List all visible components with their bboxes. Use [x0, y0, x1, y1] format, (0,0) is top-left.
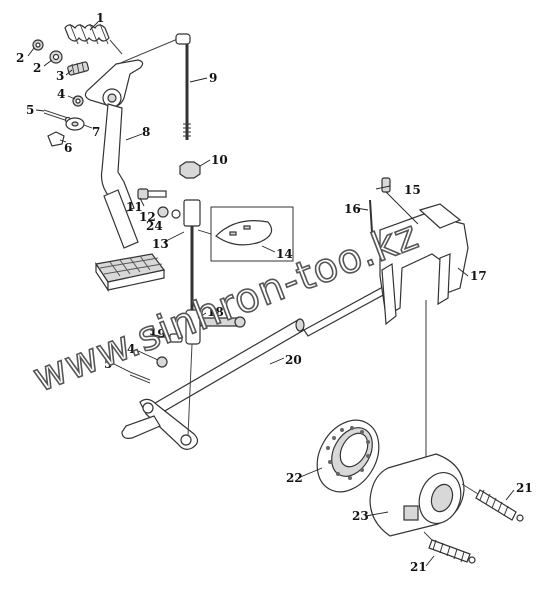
part-label-11: 11	[126, 200, 143, 214]
part-label-4b: 4	[127, 342, 135, 356]
spring-21-lower	[423, 531, 476, 564]
part-label-22: 22	[286, 471, 303, 485]
cotter-pin-5-lower	[129, 371, 151, 384]
rod-9	[117, 33, 191, 140]
pedal-arm-8	[100, 103, 139, 249]
part-19	[169, 333, 183, 343]
part-label-9: 9	[209, 71, 217, 85]
detail-box-14	[197, 206, 294, 262]
shift-fork-17	[379, 203, 469, 326]
bolt-11	[137, 188, 167, 200]
part-label-19: 19	[149, 327, 166, 341]
part-label-12: 12	[139, 210, 156, 224]
washer-24	[171, 209, 181, 219]
shaft-lever-arm	[121, 343, 199, 450]
nut-4-lower	[156, 356, 168, 368]
nut-10	[179, 161, 201, 179]
part-label-5a: 5	[26, 103, 34, 117]
part-label-8: 8	[142, 125, 150, 139]
washer-7	[65, 117, 85, 131]
pedal-pad	[94, 253, 166, 292]
nut-2-upper	[32, 39, 44, 51]
part-label-4a: 4	[57, 87, 65, 101]
part-label-18: 18	[207, 305, 224, 319]
pedal-return-spring	[64, 23, 123, 55]
part-label-21a: 21	[516, 481, 533, 495]
nut-12	[157, 206, 169, 218]
part-label-15: 15	[404, 183, 421, 197]
part-label-1: 1	[96, 11, 104, 25]
plate-6	[47, 131, 65, 147]
bearing-22	[316, 419, 380, 493]
leader-lines	[27, 21, 515, 567]
part-label-20: 20	[285, 353, 302, 367]
part-label-16: 16	[344, 202, 361, 216]
part-label-2a: 2	[16, 51, 24, 65]
nut-4-upper	[72, 95, 84, 107]
clevis-18	[185, 309, 246, 345]
cotter-pin-5-upper	[43, 109, 72, 124]
bolt-3	[67, 61, 90, 76]
part-label-14: 14	[276, 247, 293, 261]
nut-2-lower	[49, 50, 63, 64]
bolt-15	[381, 177, 419, 225]
part-label-2b: 2	[33, 61, 41, 75]
part-label-21b: 21	[410, 560, 427, 574]
part-label-7: 7	[92, 125, 100, 139]
part-label-5b: 5	[104, 357, 112, 371]
spring-21-upper	[461, 483, 524, 522]
pedal-bracket	[84, 59, 144, 108]
carrier-23	[369, 453, 465, 537]
part-label-6: 6	[64, 141, 72, 155]
part-label-17: 17	[470, 269, 487, 283]
part-label-23: 23	[352, 509, 369, 523]
pin-16	[369, 199, 373, 233]
part-label-10: 10	[211, 153, 228, 167]
coupling-13	[183, 199, 201, 310]
part-label-24: 24	[146, 219, 163, 233]
part-label-13: 13	[152, 237, 169, 251]
part-label-3: 3	[56, 69, 64, 83]
